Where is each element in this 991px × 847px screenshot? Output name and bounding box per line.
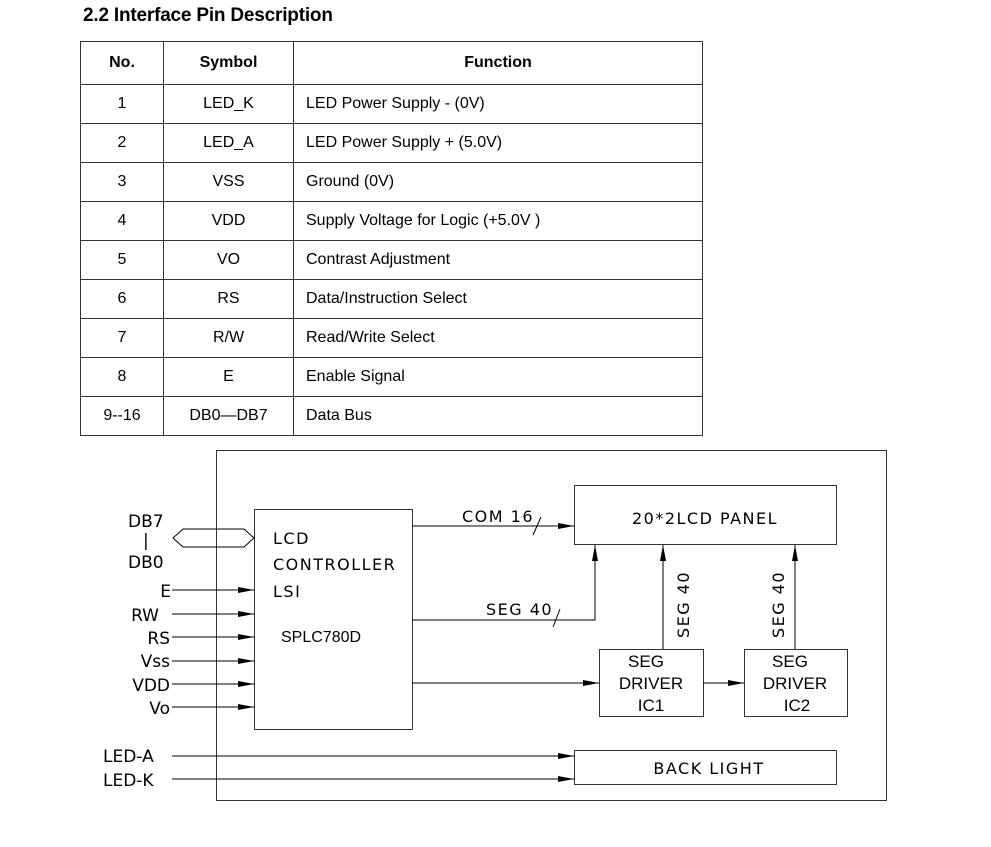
com-label: COM 16: [462, 507, 534, 526]
ic1-label-driver: DRIVER: [619, 674, 683, 693]
cell-no: 2: [80, 123, 164, 163]
module-boundary: [216, 450, 887, 801]
signal-label-led-a: LED-A: [103, 747, 154, 767]
cell-function: Data Bus: [293, 396, 703, 436]
signal-label-vo: Vo: [149, 699, 170, 719]
cell-symbol: DB0—DB7: [163, 396, 294, 436]
signal-label-vdd: VDD: [132, 676, 170, 696]
controller-chip-name: SPLC780D: [281, 629, 361, 646]
signal-label-led-k: LED-K: [103, 771, 154, 791]
controller-label-lcd: LCD: [273, 529, 310, 548]
cell-no: 8: [80, 357, 164, 397]
ic1-label-seg: SEG: [628, 652, 664, 671]
cell-function: Enable Signal: [293, 357, 703, 397]
header-function: Function: [293, 41, 703, 85]
cell-symbol: LED_A: [163, 123, 294, 163]
cell-symbol: R/W: [163, 318, 294, 358]
header-no: No.: [80, 41, 164, 85]
bus-label-db0: DB0: [128, 553, 164, 573]
cell-no: 9--16: [80, 396, 164, 436]
cell-no: 6: [80, 279, 164, 319]
lcd-panel-label: 20*2LCD PANEL: [632, 509, 778, 528]
section-title: 2.2 Interface Pin Description: [83, 5, 333, 26]
bus-label-db7: DB7: [128, 512, 164, 532]
ic2-label-seg: SEG: [772, 652, 808, 671]
signal-label-e: E: [160, 582, 171, 602]
backlight-box: [574, 750, 837, 785]
data-bus-arrow-icon: [172, 528, 255, 548]
cell-symbol: VSS: [163, 162, 294, 202]
ic2-seg-label: SEG 40: [769, 571, 788, 638]
com-bus-slash: [532, 516, 542, 536]
ic1-label-ic: IC1: [638, 696, 664, 715]
bus-label-sep: |: [143, 531, 149, 551]
controller-label-controller: CONTROLLER: [273, 555, 396, 574]
lcd-panel-box: [574, 485, 837, 545]
signal-label-vss: Vss: [141, 652, 170, 672]
seg-main-line: [412, 545, 598, 621]
table-header-row: No. Symbol Function: [80, 41, 703, 85]
cell-no: 7: [80, 318, 164, 358]
cell-symbol: VDD: [163, 201, 294, 241]
cell-function: Data/Instruction Select: [293, 279, 703, 319]
backlight-label: BACK LIGHT: [653, 759, 764, 778]
cell-no: 5: [80, 240, 164, 280]
cell-function: Read/Write Select: [293, 318, 703, 358]
ic1-seg-label: SEG 40: [674, 571, 693, 638]
cell-function: Supply Voltage for Logic (+5.0V ): [293, 201, 703, 241]
cell-symbol: LED_K: [163, 84, 294, 124]
cell-function: Ground (0V): [293, 162, 703, 202]
signal-label-rs: RS: [147, 629, 170, 649]
controller-label-lsi: LSI: [273, 582, 301, 601]
header-symbol: Symbol: [163, 41, 294, 85]
ic2-label-driver: DRIVER: [763, 674, 827, 693]
seg-driver-ic2-box: [744, 649, 848, 717]
seg-main-label: SEG 40: [486, 600, 553, 619]
seg-main-bus-slash: [552, 608, 561, 628]
ic2-label-ic: IC2: [784, 696, 810, 715]
cell-function: LED Power Supply - (0V): [293, 84, 703, 124]
signal-label-rw: RW: [131, 606, 159, 626]
